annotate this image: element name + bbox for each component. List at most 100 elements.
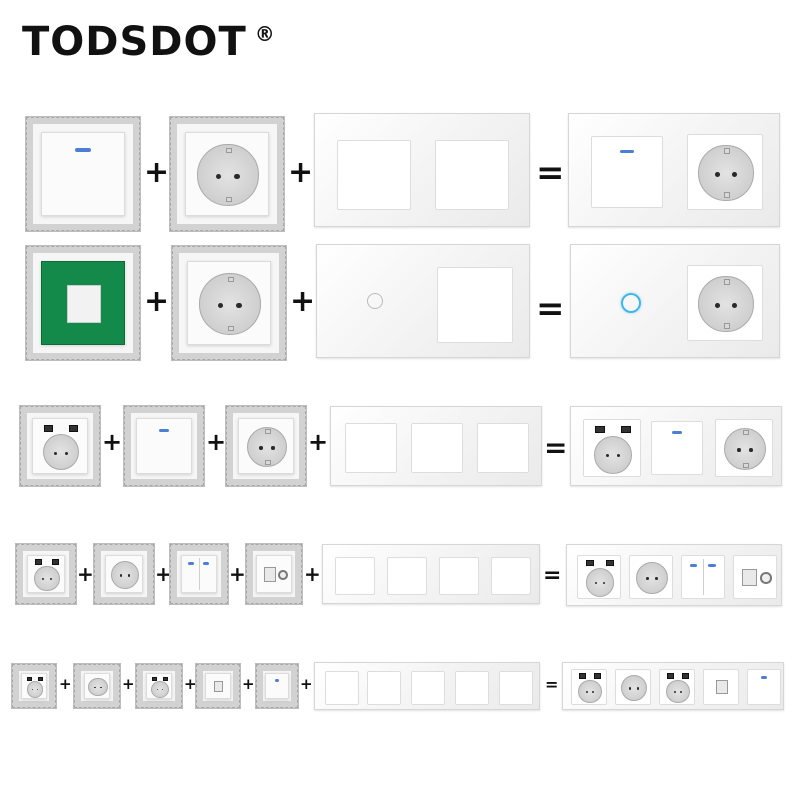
socket-face bbox=[187, 261, 271, 345]
frame-slot bbox=[439, 557, 479, 595]
data-face bbox=[703, 669, 739, 705]
three-gang-glass-frame bbox=[330, 406, 542, 486]
double-rocker-face bbox=[180, 554, 218, 594]
indicator-led-icon bbox=[708, 563, 716, 567]
rocker-switch-face bbox=[265, 673, 289, 699]
rocker-switch-face bbox=[136, 418, 192, 474]
plus-sign: + bbox=[290, 284, 316, 319]
plus-sign: + bbox=[304, 562, 321, 586]
socket-face bbox=[104, 554, 144, 594]
frame-slot bbox=[387, 557, 427, 595]
socket-icon bbox=[635, 561, 669, 595]
double-rocker-module bbox=[169, 543, 229, 605]
data-tv-face bbox=[256, 554, 292, 594]
socket-icon bbox=[26, 680, 44, 698]
indicator-led-icon bbox=[689, 563, 698, 567]
usb-socket-face bbox=[21, 673, 47, 699]
frame-slot bbox=[437, 267, 513, 343]
keystone-module bbox=[25, 245, 141, 361]
plus-sign: + bbox=[308, 428, 329, 456]
usb-port-icon bbox=[43, 424, 54, 432]
usb-socket-switch-socket-panel bbox=[570, 406, 782, 486]
socket-icon bbox=[199, 273, 261, 335]
socket-face bbox=[687, 265, 763, 341]
plus-sign: + bbox=[155, 562, 172, 586]
switch-plus-socket-panel bbox=[568, 113, 780, 227]
plus-sign: + bbox=[59, 675, 72, 693]
socket-icon bbox=[34, 565, 60, 592]
equals-sign: = bbox=[536, 153, 565, 193]
usb-socket-face bbox=[659, 669, 695, 705]
five-gang-glass-frame bbox=[314, 662, 540, 710]
usb-socket-face bbox=[26, 554, 66, 594]
frame-slot bbox=[435, 140, 509, 210]
indicator-led-icon bbox=[203, 562, 210, 566]
usb-port-icon bbox=[666, 673, 674, 679]
usb-french-socket-module bbox=[15, 543, 77, 605]
rocker-switch-face bbox=[41, 132, 125, 216]
four-gang-panel bbox=[566, 544, 782, 606]
socket-icon bbox=[723, 427, 767, 471]
frame-slot bbox=[411, 423, 463, 473]
usb-socket-face bbox=[571, 669, 607, 705]
keystone-port-icon bbox=[66, 284, 102, 324]
schuko-socket-module bbox=[73, 663, 121, 709]
indicator-led-icon bbox=[187, 562, 195, 566]
brand-name: TODSDOT bbox=[22, 19, 247, 65]
plus-sign: + bbox=[144, 284, 170, 319]
french-socket-module bbox=[93, 543, 155, 605]
usb-port-icon bbox=[37, 676, 43, 682]
rocker-switch-face bbox=[747, 669, 781, 705]
ethernet-port-icon bbox=[214, 681, 224, 692]
plus-sign: + bbox=[242, 675, 255, 693]
indicator-led-icon bbox=[620, 149, 634, 154]
socket-icon bbox=[698, 145, 754, 201]
indicator-led-icon bbox=[274, 678, 280, 682]
usb-socket-face bbox=[145, 673, 173, 699]
equals-sign: = bbox=[545, 675, 559, 694]
equals-sign: = bbox=[543, 563, 562, 588]
indicator-led-icon bbox=[74, 147, 92, 152]
socket-icon bbox=[42, 434, 80, 471]
data-tv-module bbox=[245, 543, 303, 605]
indicator-led-icon bbox=[760, 676, 768, 680]
equals-sign: = bbox=[536, 289, 565, 329]
usb-port-icon bbox=[620, 425, 631, 434]
data-tv-face bbox=[733, 555, 777, 599]
usb-port-icon bbox=[151, 676, 157, 682]
touch-switch-plus-socket-panel bbox=[570, 244, 780, 358]
tv-port-icon bbox=[277, 569, 288, 581]
usb-port-icon bbox=[605, 560, 614, 567]
ethernet-port-icon bbox=[264, 566, 276, 582]
usb-port-icon bbox=[594, 673, 602, 679]
usb-port-icon bbox=[578, 673, 586, 679]
frame-slot bbox=[367, 671, 401, 705]
five-gang-panel bbox=[562, 662, 784, 710]
plus-sign: + bbox=[206, 428, 227, 456]
data-face bbox=[205, 673, 231, 699]
socket-face bbox=[83, 673, 111, 699]
rocker-switch-module bbox=[255, 663, 299, 709]
socket-icon bbox=[110, 560, 140, 590]
socket-icon bbox=[698, 276, 754, 332]
frame-slot bbox=[335, 557, 375, 595]
socket-face bbox=[629, 555, 673, 599]
double-rocker-face bbox=[681, 555, 725, 599]
rocker-switch-module bbox=[25, 116, 141, 232]
usb-port-icon bbox=[35, 559, 43, 565]
four-gang-glass-frame bbox=[322, 544, 540, 604]
equals-sign: = bbox=[544, 431, 568, 464]
plus-sign: + bbox=[144, 155, 170, 190]
schuko-socket-module bbox=[225, 405, 307, 487]
frame-slot bbox=[325, 671, 359, 705]
plus-sign: + bbox=[300, 675, 313, 693]
data-module bbox=[195, 663, 241, 709]
touch-button-icon bbox=[621, 293, 641, 313]
frame-slot bbox=[491, 557, 531, 595]
usb-socket-module bbox=[19, 405, 101, 487]
socket-icon bbox=[594, 435, 632, 474]
plus-sign: + bbox=[77, 562, 94, 586]
ethernet-port-icon bbox=[715, 680, 728, 695]
usb-port-icon bbox=[68, 424, 79, 432]
socket-face bbox=[185, 132, 269, 216]
